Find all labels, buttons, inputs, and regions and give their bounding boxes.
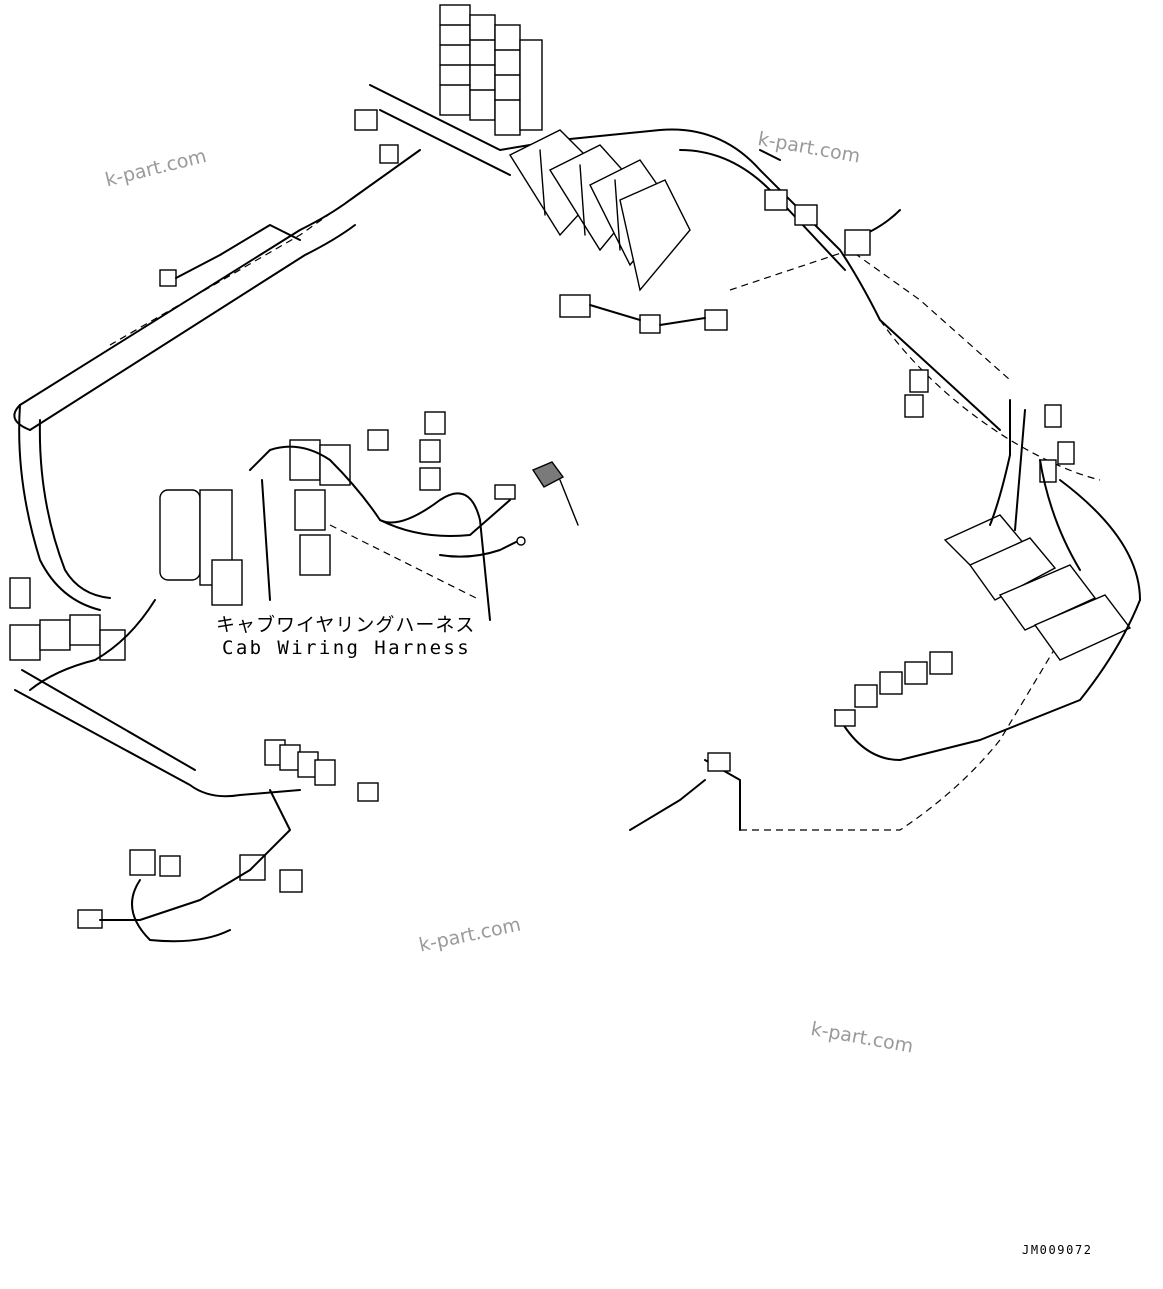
- harness-branches-left: [29, 445, 521, 691]
- fuse-box-icon: [439, 4, 543, 136]
- lower-left-cluster: [77, 739, 379, 943]
- ground-terminal-icon: [494, 484, 526, 546]
- harness-label-english: Cab Wiring Harness: [222, 637, 472, 659]
- hidden-routing: [109, 149, 1101, 831]
- top-left-connectors: [159, 109, 728, 334]
- highlighted-part: [531, 461, 579, 526]
- harness-label-japanese: キャブワイヤリングハーネス: [216, 614, 476, 636]
- right-branch: [629, 149, 1141, 831]
- main-trunk: [13, 84, 1001, 798]
- relay-icon: [508, 129, 691, 292]
- drawing-code: JM009072: [1022, 1243, 1093, 1257]
